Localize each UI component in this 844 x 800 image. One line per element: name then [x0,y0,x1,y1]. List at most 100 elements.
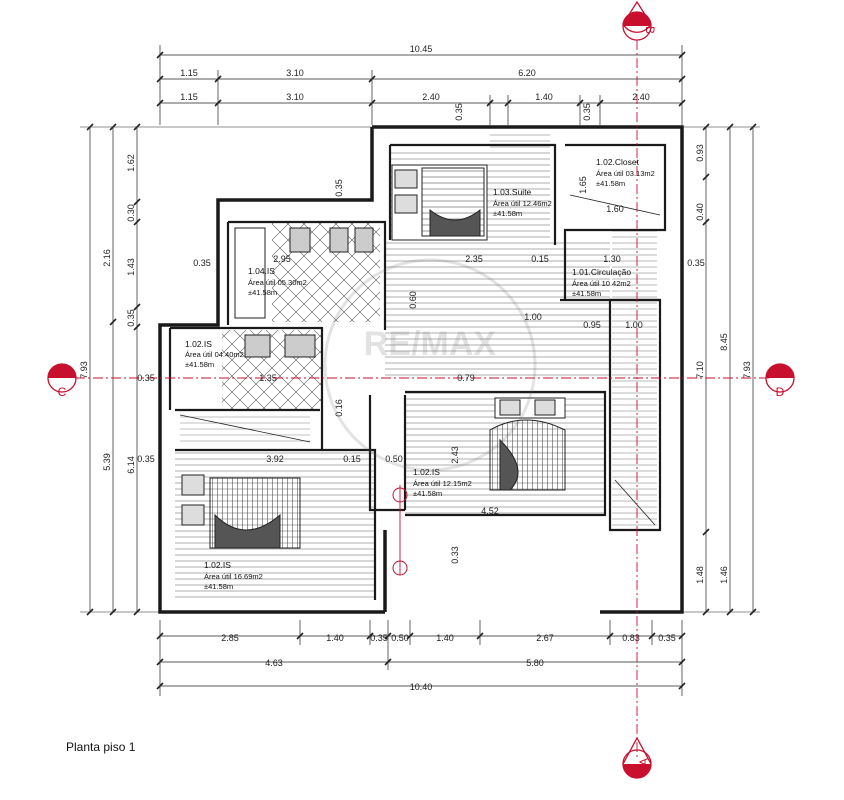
section-lines [75,40,770,760]
right-dimensions [682,123,760,616]
svg-text:3.92: 3.92 [266,454,284,464]
svg-text:2.43: 2.43 [450,446,460,464]
bed-room-left [181,474,301,549]
room-is-102a: 1.02.IS Área útil 04.40m2 ±41.58m [185,339,244,369]
svg-text:Área útil 04.40m2: Área útil 04.40m2 [185,350,244,359]
dim-right-in-5: 1.46 [719,566,729,584]
dim-bot-8: 0.35 [658,633,676,643]
section-marker-b: B [622,0,657,41]
room-is-102b: 1.02.IS Área útil 12.15m2 ±41.58m [413,467,472,498]
svg-text:1.00: 1.00 [524,312,542,322]
dim-bot-7: 0.83 [622,633,640,643]
svg-text:Área útil 16.69m2: Área útil 16.69m2 [204,572,263,581]
closet-diagonals [179,194,661,526]
dim-top-r2-3: 2.40 [422,92,440,102]
section-marker-d: D [765,363,795,399]
svg-text:0.35: 0.35 [137,373,155,383]
svg-text:0.15: 0.15 [531,254,549,264]
dim-top-1: 1.15 [180,68,198,78]
dim-right-in-1: 0.93 [695,144,705,162]
dim-left-in-4: 0.35 [126,309,136,327]
top-dimensions [156,45,686,125]
svg-text:±41.58m: ±41.58m [204,582,233,591]
room-is-104: 1.04.IS Área útil 05.30m2 ±41.58m [248,266,307,297]
bed-room-right [489,397,566,491]
dim-top-total: 10.45 [410,44,433,54]
section-marker-c: C [47,363,77,399]
svg-text:1.65: 1.65 [578,176,588,194]
watermark-text: RE/MAX [364,325,497,363]
svg-text:0.79: 0.79 [457,373,475,383]
svg-text:0.15: 0.15 [343,454,361,464]
left-dimensions [80,123,372,616]
dim-left-mid-2: 5.39 [102,453,112,471]
section-label-c: C [58,385,67,399]
dim-bot-4: 0.50 [391,633,409,643]
svg-text:0.95: 0.95 [583,320,601,330]
svg-text:1.01.Circulação: 1.01.Circulação [572,267,631,277]
dim-left-in-3: 1.43 [126,258,136,276]
svg-text:4.52: 4.52 [481,506,499,516]
interior-walls [168,143,667,600]
svg-text:±41.58m: ±41.58m [185,360,214,369]
dim-top-r2-7: 2.40 [632,92,650,102]
dim-top-r2-6: 0.35 [582,103,592,121]
svg-text:1.35: 1.35 [259,373,277,383]
svg-text:1.30: 1.30 [603,254,621,264]
svg-text:1.60: 1.60 [606,204,624,214]
dim-right-in-4: 1.48 [695,566,705,584]
bed-suite [391,164,488,241]
svg-text:0.35: 0.35 [687,258,705,268]
section-label-d: D [776,385,785,399]
dim-top-r2-5: 1.40 [535,92,553,102]
room-suite: 1.03.Suite Área útil 12.46m2 ±41.58m [493,187,552,218]
svg-text:Área útil 12.46m2: Área útil 12.46m2 [493,199,552,208]
dim-bot-3: 0.35 [370,633,388,643]
svg-text:±41.58m: ±41.58m [413,489,442,498]
interior-dimensions: 0.35 0.35 0.35 2.95 2.35 0.15 1.30 1.60 … [137,176,705,564]
svg-text:2.35: 2.35 [465,254,483,264]
section-marker-small [392,487,408,576]
bottom-dimensions [156,620,686,696]
dim-top-r2-2: 3.10 [286,92,304,102]
svg-text:±41.58m: ±41.58m [572,289,601,298]
svg-text:±41.58m: ±41.58m [493,209,522,218]
svg-text:1.03.Suite: 1.03.Suite [493,187,532,197]
dim-left-mid-1: 2.16 [102,249,112,267]
svg-text:1.00: 1.00 [625,320,643,330]
svg-text:Área útil 05.30m2: Área útil 05.30m2 [248,278,307,287]
svg-text:0.35: 0.35 [137,454,155,464]
svg-text:±41.58m: ±41.58m [596,179,625,188]
svg-text:1.02.IS: 1.02.IS [204,560,231,570]
svg-text:±41.58m: ±41.58m [248,288,277,297]
svg-text:0.33: 0.33 [450,546,460,564]
svg-text:1.02.Closet: 1.02.Closet [596,157,640,167]
svg-text:0.35: 0.35 [334,179,344,197]
room-circulacao: 1.01.Circulação Área útil 10.42m2 ±41.58… [572,267,631,298]
dim-right-in-2: 0.40 [695,203,705,221]
svg-text:0.35: 0.35 [193,258,211,268]
dim-bot-5: 1.40 [436,633,454,643]
svg-text:0.50: 0.50 [385,454,403,464]
dim-left-outer: 7.93 [79,361,89,379]
svg-text:2.95: 2.95 [273,254,291,264]
svg-text:0.16: 0.16 [334,399,344,417]
dim-left-in-2: 0.30 [126,204,136,222]
watermark: RE/MAX [323,258,537,472]
room-is-102c: 1.02.IS Área útil 16.69m2 ±41.58m [204,560,263,591]
dim-left-in-5: 6.14 [126,456,136,474]
section-marker-a: A [622,736,652,779]
section-label-a: A [637,758,651,766]
dim-bot-6: 2.67 [536,633,554,643]
dim-top-2: 3.10 [286,68,304,78]
svg-text:1.04.IS: 1.04.IS [248,266,275,276]
walls [158,125,684,614]
svg-text:Área útil 12.15m2: Área útil 12.15m2 [413,479,472,488]
dim-top-3: 6.20 [518,68,536,78]
dim-right-in-3: 7.10 [695,361,705,379]
bathroom-fixtures [234,227,374,358]
dim-left-in-1: 1.62 [126,154,136,172]
svg-text:0.60: 0.60 [408,291,418,309]
dim-bot-r2-2: 5.80 [526,658,544,668]
